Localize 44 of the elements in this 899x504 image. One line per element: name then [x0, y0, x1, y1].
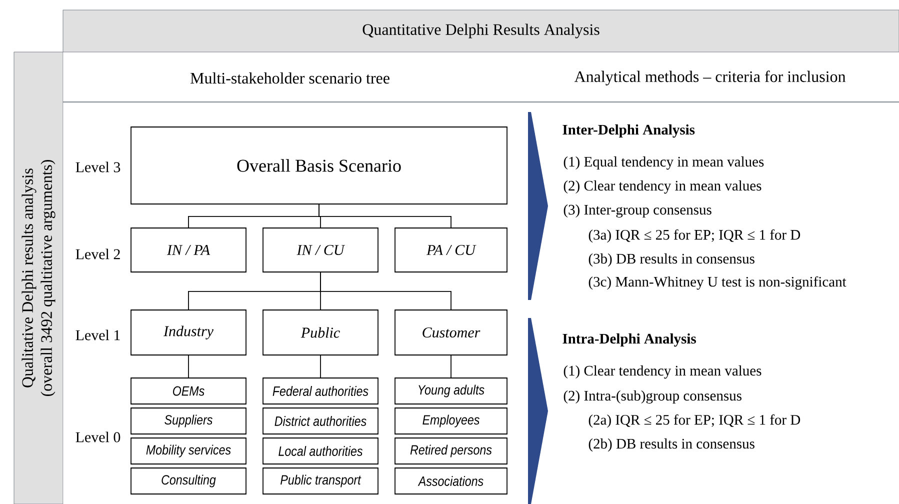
level-label: Level 2 — [76, 248, 120, 260]
section-heading: Intra-Delphi Analysis — [562, 333, 696, 347]
scenario-box: Overall Basis Scenario — [130, 126, 508, 204]
criterion-text: (2b) DB results in consensus — [588, 438, 754, 452]
stakeholder-box: Consulting — [130, 468, 246, 494]
criterion-text: (2a) IQR ≤ 25 for EP; IQR ≤ 1 for D — [588, 414, 800, 428]
connector-line — [450, 355, 452, 378]
stakeholder-box: Local authorities — [262, 438, 378, 464]
criterion-text: (1) Equal tendency in mean values — [564, 156, 764, 170]
criterion-text: (2) Intra-(sub)group consensus — [564, 390, 742, 404]
side-band: Qualitative Delphi results analysis (overall 3492 qualtitative arguments) — [14, 52, 64, 504]
level-label: Level 0 — [76, 432, 120, 442]
header-band: Quantitative Delphi Results Analysis — [62, 10, 899, 52]
stakeholder-box: Public transport — [262, 468, 378, 494]
criterion-text: (1) Clear tendency in mean values — [564, 365, 762, 379]
criterion-text: (3) Inter-group consensus — [564, 204, 712, 218]
group-box: Industry — [130, 310, 246, 356]
connector-line — [188, 355, 189, 378]
criterion-text: (3b) DB results in consensus — [588, 253, 754, 267]
column-header: Multi-stakeholder scenario tree — [190, 72, 390, 84]
stakeholder-box: District authorities — [262, 408, 378, 434]
stakeholder-box: Young adults — [394, 378, 508, 404]
level-label: Level 1 — [76, 330, 120, 340]
level-label: Level 3 — [76, 162, 120, 172]
stakeholder-box: Employees — [394, 408, 508, 434]
group-box: IN / PA — [130, 228, 246, 272]
stakeholder-box: Associations — [394, 468, 508, 494]
criterion-text: (2) Clear tendency in mean values — [564, 180, 762, 194]
stakeholder-box: Federal authorities — [262, 378, 378, 404]
group-box: PA / CU — [394, 228, 508, 272]
connector-line — [320, 272, 452, 310]
stakeholder-box: OEMs — [130, 378, 246, 404]
criterion-text: (3c) Mann-Whitney U test is non-significant — [588, 276, 846, 290]
connector-line — [320, 355, 321, 378]
criterion-text: (3a) IQR ≤ 25 for EP; IQR ≤ 1 for D — [588, 229, 800, 243]
column-header: Analytical methods – criteria for inclusion — [574, 70, 846, 86]
stakeholder-box: Retired persons — [394, 438, 508, 464]
group-box: Customer — [394, 310, 508, 356]
group-box: IN / CU — [262, 228, 378, 272]
stakeholder-box: Suppliers — [130, 408, 246, 434]
section-heading: Inter-Delphi Analysis — [562, 124, 695, 138]
group-box: Public — [262, 310, 378, 356]
connector-line — [318, 204, 452, 228]
stakeholder-box: Mobility services — [130, 438, 246, 464]
